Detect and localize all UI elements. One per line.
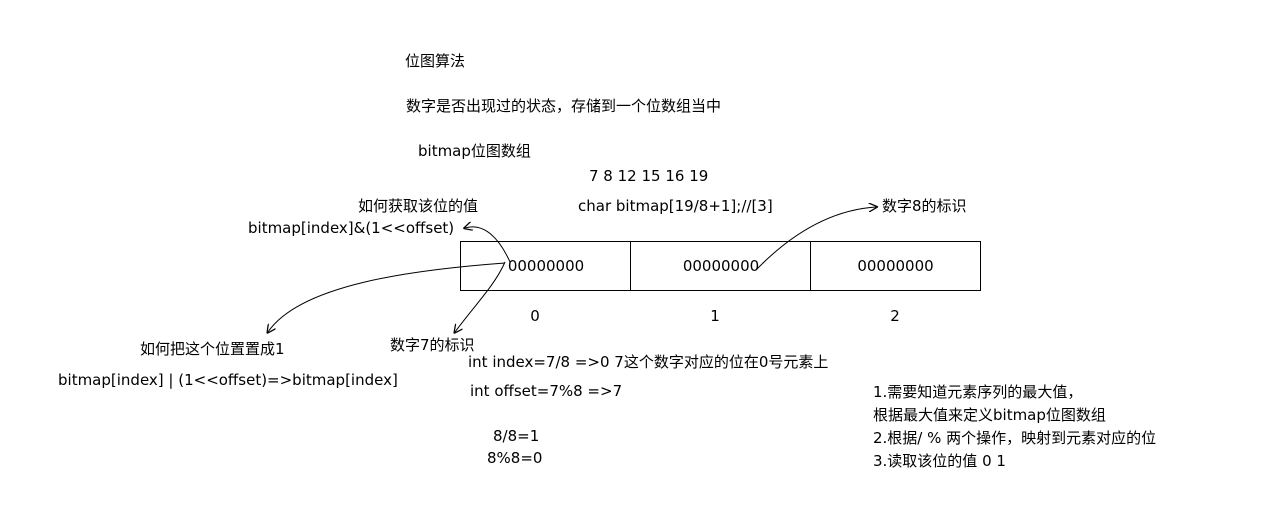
mark-7-label: 数字7的标识 <box>390 336 475 354</box>
cell-index-0: 0 <box>530 307 540 325</box>
example-modulo: 8%8=0 <box>487 449 543 467</box>
step-3: 3.读取该位的值 0 1 <box>873 452 1006 470</box>
step-1-continued: 根据最大值来定义bitmap位图数组 <box>873 406 1106 424</box>
diagram-subtitle: 数字是否出现过的状态，存储到一个位数组当中 <box>406 97 722 115</box>
diagram-title: 位图算法 <box>405 52 466 70</box>
bitmap-cell-1: 00000000 <box>630 241 812 291</box>
step-1: 1.需要知道元素序列的最大值， <box>873 383 1083 401</box>
number-sequence: 7 8 12 15 16 19 <box>589 167 709 185</box>
bitmap-label: bitmap位图数组 <box>418 142 531 160</box>
offset-calculation: int offset=7%8 =>7 <box>470 382 623 400</box>
index-calculation: int index=7/8 =>0 7这个数字对应的位在0号元素上 <box>468 353 829 371</box>
bitmap-cell-value: 00000000 <box>857 257 934 275</box>
get-value-title: 如何获取该位的值 <box>358 197 479 215</box>
set-one-expression: bitmap[index] | (1<<offset)=>bitmap[inde… <box>58 371 398 389</box>
get-value-expression: bitmap[index]&(1<<offset) <box>248 219 455 237</box>
bitmap-declaration: char bitmap[19/8+1];//[3] <box>578 197 773 215</box>
bitmap-cell-0: 00000000 <box>460 241 632 291</box>
set-one-title: 如何把这个位置置成1 <box>140 340 285 358</box>
step-2: 2.根据/ % 两个操作，映射到元素对应的位 <box>873 429 1157 447</box>
example-division: 8/8=1 <box>493 427 540 445</box>
cell-index-1: 1 <box>710 307 720 325</box>
mark-8-label: 数字8的标识 <box>882 197 967 215</box>
bitmap-cell-value: 00000000 <box>682 257 760 275</box>
bitmap-cell-2: 00000000 <box>810 241 981 291</box>
bitmap-cell-value: 00000000 <box>507 257 585 275</box>
cell-index-2: 2 <box>890 307 900 325</box>
